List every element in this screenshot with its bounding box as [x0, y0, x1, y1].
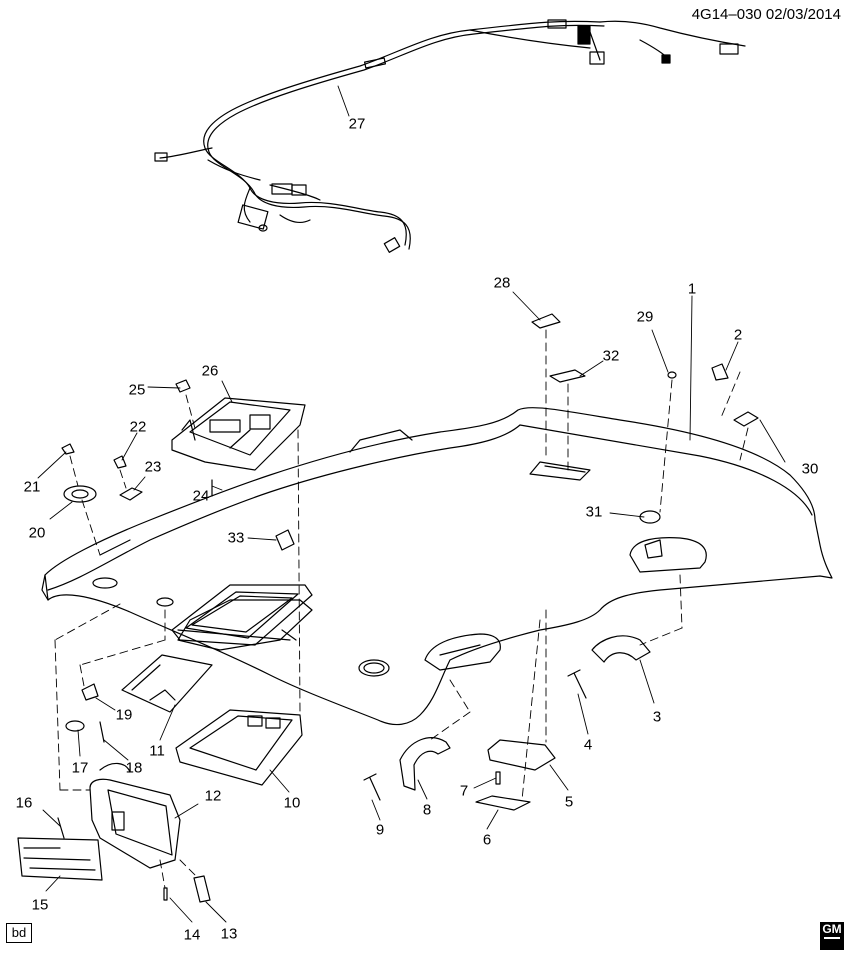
callout-20: 20: [28, 524, 46, 542]
callout-8: 8: [422, 801, 432, 819]
callout-15: 15: [31, 896, 49, 914]
clip-22: [114, 456, 126, 468]
wiring-harness: [155, 20, 745, 252]
callout-6: 6: [482, 831, 492, 849]
callout-30: 30: [801, 460, 819, 478]
callout-24: 24: [192, 487, 210, 505]
lamp-5: [488, 740, 555, 770]
part-2: [712, 364, 728, 380]
gm-logo: GM: [820, 922, 844, 950]
callout-9: 9: [375, 821, 385, 839]
callout-1: 1: [687, 280, 697, 298]
callout-31: 31: [585, 503, 603, 521]
callout-25: 25: [128, 381, 146, 399]
clip-25: [176, 380, 190, 392]
part-29: [668, 372, 676, 378]
callout-7: 7: [459, 782, 469, 800]
callout-3: 3: [652, 708, 662, 726]
clip-23: [120, 488, 142, 500]
assist-handle-3: [592, 636, 650, 662]
part-17: [66, 721, 84, 731]
callout-27: 27: [348, 115, 366, 133]
callout-11: 11: [149, 742, 165, 760]
callout-28: 28: [493, 274, 511, 292]
part-28: [532, 314, 560, 328]
part-30: [734, 412, 758, 426]
callout-22: 22: [129, 418, 147, 436]
callout-26: 26: [201, 362, 219, 380]
callout-19: 19: [115, 706, 133, 724]
part-19: [82, 684, 98, 700]
bolt-4: [568, 670, 586, 698]
cover-11: [122, 655, 212, 712]
callout-21: 21: [23, 478, 41, 496]
callout-13: 13: [220, 925, 238, 943]
headliner: [42, 408, 832, 725]
callout-14: 14: [183, 926, 201, 944]
view-badge: bd: [6, 923, 32, 943]
part-7: [496, 772, 500, 784]
overhead-console-bracket: [172, 398, 305, 470]
part-32: [550, 370, 585, 382]
callout-16: 16: [15, 794, 33, 812]
callout-29: 29: [636, 308, 654, 326]
bolt-9: [364, 774, 380, 800]
sunvisor-12: [90, 763, 180, 868]
callout-10: 10: [283, 794, 301, 812]
callout-12: 12: [204, 787, 222, 805]
callout-4: 4: [583, 736, 593, 754]
label-15: [18, 838, 102, 880]
overhead-console-10: [176, 710, 302, 785]
callout-2: 2: [733, 326, 743, 344]
part-14: [164, 888, 167, 900]
lens-6: [476, 796, 530, 810]
callout-5: 5: [564, 793, 574, 811]
diagram-code: 4G14–030 02/03/2014: [691, 6, 841, 23]
callout-18: 18: [125, 759, 143, 777]
leader-lines: [38, 86, 785, 922]
pad-33: [276, 530, 294, 550]
callout-33: 33: [227, 529, 245, 547]
callout-32: 32: [602, 347, 620, 365]
part-13: [194, 876, 210, 902]
assist-handle-8: [400, 738, 450, 790]
alignment-lines: [55, 330, 748, 888]
screw-16: [58, 818, 64, 838]
overhead-module-frame: [172, 585, 312, 645]
callout-23: 23: [144, 458, 162, 476]
lamp-20: [64, 486, 96, 502]
callout-17: 17: [71, 759, 89, 777]
screw-18: [100, 722, 104, 742]
clip-21: [62, 444, 74, 454]
